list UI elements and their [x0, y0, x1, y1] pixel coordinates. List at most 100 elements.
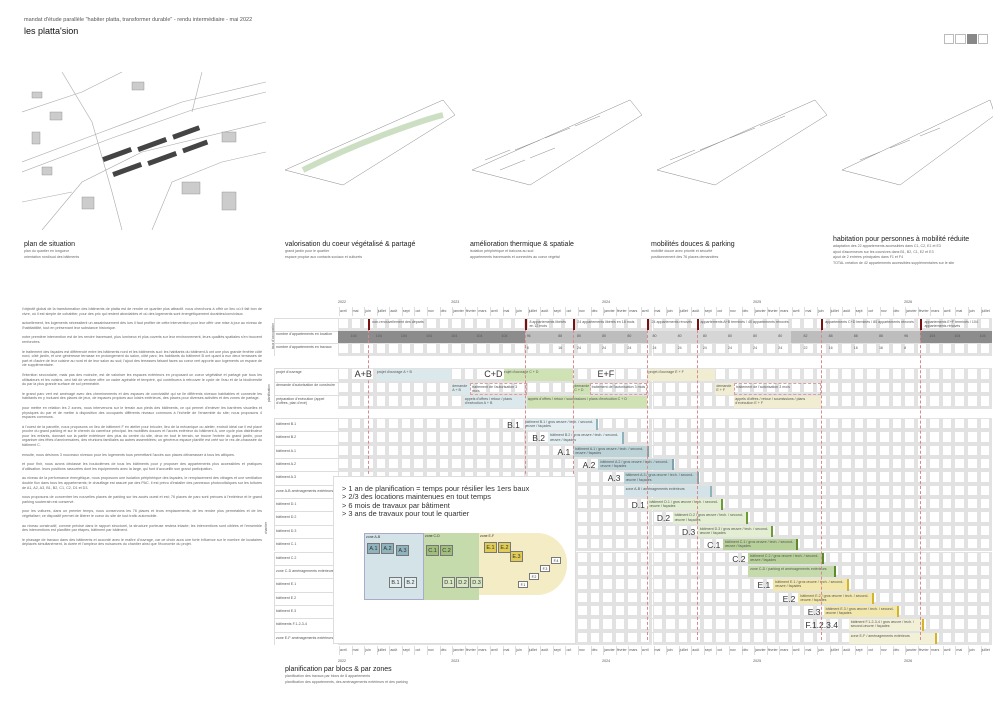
- grid-cell: [577, 551, 590, 565]
- grid-cell: [463, 368, 477, 382]
- grid-cell: [702, 618, 716, 632]
- grid-cell: [778, 318, 791, 331]
- grid-cell: [753, 418, 766, 432]
- planning-bar: projet d'ouvrage A + B: [375, 369, 452, 381]
- grid-cell: [677, 591, 691, 605]
- grid-cell: [929, 591, 942, 605]
- grid-cell: [665, 343, 678, 356]
- row-label: bâtiment C.1: [276, 542, 297, 547]
- site-plan-map: [22, 72, 266, 230]
- year-label: 2026: [904, 659, 913, 663]
- grid-cell: [639, 418, 653, 432]
- grid-cell: [778, 591, 791, 605]
- month-label: janvier: [905, 307, 918, 316]
- month-label: août: [540, 646, 553, 655]
- zone-block: C.2: [440, 544, 453, 556]
- month-label: janvier: [452, 307, 465, 316]
- grid-cell: [891, 551, 905, 565]
- grid-cell: [816, 618, 829, 632]
- grid-cell: [413, 444, 427, 459]
- grid-cell: [941, 538, 955, 552]
- grid-cell: [967, 604, 980, 619]
- work-tag: B.2: [532, 433, 546, 444]
- grid-cell: [904, 368, 917, 382]
- sketch-thermal: [471, 99, 643, 186]
- grid-cell: [954, 418, 967, 432]
- grid-cell: [967, 564, 980, 579]
- grid-cell: [715, 618, 728, 632]
- grid-cell: [979, 418, 993, 432]
- grid-cell: [967, 431, 980, 445]
- grid-cell: [803, 498, 817, 512]
- grid-cell: [954, 604, 967, 619]
- grid-cell: [803, 318, 817, 331]
- grid-cell: [589, 591, 603, 605]
- location-value: 80: [753, 334, 758, 338]
- grid-cell: [665, 551, 678, 565]
- grid-cell: [941, 444, 955, 459]
- grid-cell: [488, 444, 502, 459]
- grid-cell: [702, 471, 716, 485]
- grid-cell: [602, 418, 615, 432]
- month-label: nov: [879, 307, 893, 316]
- works-value: 8: [526, 346, 529, 350]
- works-value: 16: [558, 346, 563, 350]
- grid-cell: [602, 604, 615, 619]
- row-label: bâtiment A.3: [276, 475, 296, 480]
- grid-cell: [413, 395, 427, 409]
- grid-cell: [979, 458, 993, 472]
- month-label: mars: [477, 307, 490, 316]
- grid-cell: [375, 381, 389, 395]
- grid-cell: [941, 381, 955, 395]
- grid-cell: [841, 551, 854, 565]
- grid-cell: [400, 343, 414, 356]
- description-text: l'objectif global de la transformation d…: [22, 307, 262, 552]
- grid-cell: [740, 471, 754, 485]
- grid-cell: [589, 524, 603, 539]
- location-band: [790, 330, 921, 343]
- location-value: 80: [778, 334, 783, 338]
- paragraph: le traitement des façades est différenci…: [22, 349, 263, 368]
- grid-cell: [715, 431, 728, 445]
- grid-cell: [639, 524, 653, 539]
- grid-cell: [438, 343, 452, 356]
- grid-cell: [702, 395, 716, 409]
- grid-cell: [979, 431, 993, 445]
- grid-cell: [803, 343, 817, 356]
- row-label: nombre d'appartements en travaux: [276, 344, 332, 349]
- grid-cell: [715, 343, 728, 356]
- grid-cell: [878, 343, 892, 356]
- grid-cell: [929, 578, 942, 592]
- month-label: mars: [628, 307, 641, 316]
- grid-cell: [740, 604, 754, 619]
- grid-cell: [853, 538, 867, 552]
- grid-cell: [765, 604, 779, 619]
- works-value: 16: [853, 346, 858, 350]
- grid-cell: [878, 511, 892, 525]
- grid-cell: [891, 538, 905, 552]
- grid-cell: [577, 343, 590, 356]
- grid-cell: [577, 538, 590, 552]
- grid-cell: [841, 444, 854, 459]
- grid-cell: [702, 578, 716, 592]
- work-tag: A.1: [557, 446, 571, 457]
- grid-cell: [577, 318, 590, 331]
- grid-cell: [841, 538, 854, 552]
- grid-cell: [929, 538, 942, 552]
- grid-cell: [488, 431, 502, 445]
- month-label: juin: [817, 646, 830, 655]
- grid-cell: [878, 431, 892, 445]
- grid-cell: [941, 498, 955, 512]
- grid-cell: [904, 318, 917, 331]
- grid-cell: [338, 444, 351, 459]
- grid-cell: [979, 444, 993, 459]
- grid-cell: [954, 578, 967, 592]
- work-bar: bâtiment B.2 / gros œuvre / tech. / seco…: [548, 432, 624, 444]
- grid-cell: [891, 444, 905, 459]
- grid-cell: [652, 618, 666, 632]
- grid-cell: [904, 444, 917, 459]
- grid-cell: [916, 564, 930, 579]
- grid-cell: [954, 368, 967, 382]
- grid-cell: [803, 511, 817, 525]
- grid-cell: [577, 604, 590, 619]
